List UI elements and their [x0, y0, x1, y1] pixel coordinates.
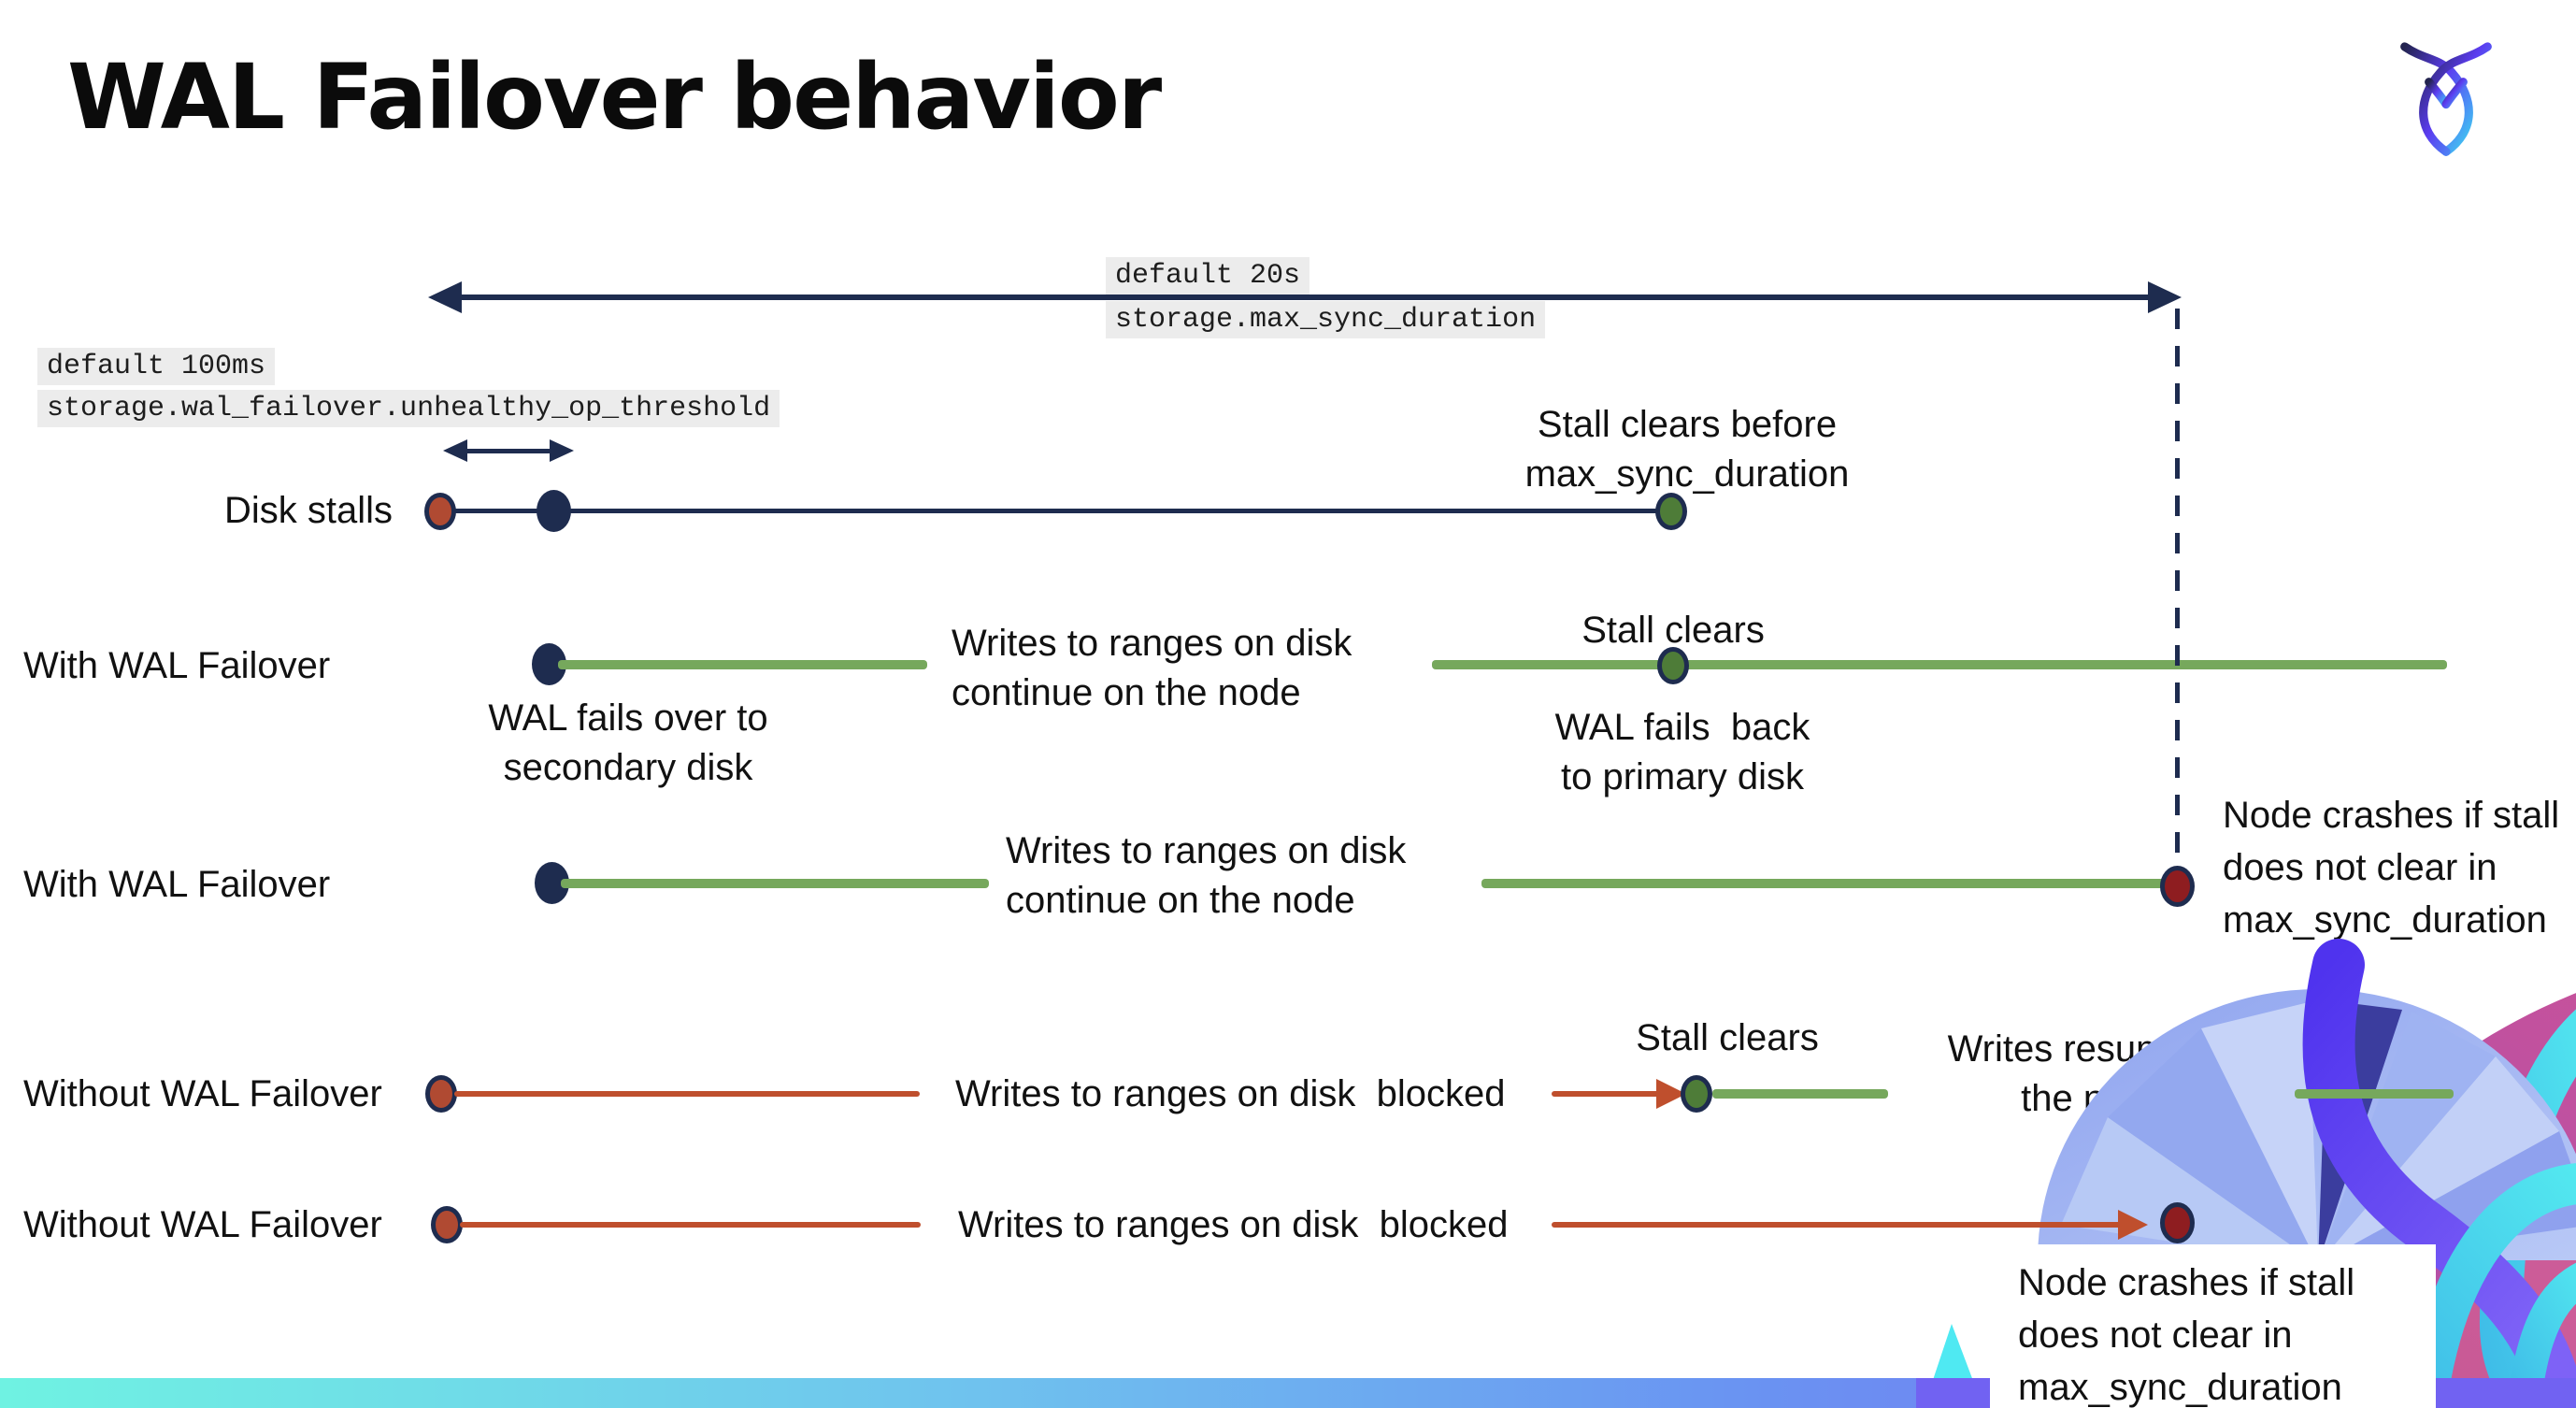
row-label-without-wal-failover-1: Without WAL Failover	[23, 1073, 382, 1114]
cockroachdb-logo-icon	[2396, 39, 2497, 157]
green-timeline-segment	[1712, 1089, 1888, 1099]
stall-start-dot	[425, 1075, 457, 1113]
max-sync-deadline-dashed-line	[2175, 309, 2180, 868]
fails-back-note: WAL fails back to primary disk	[1554, 707, 1810, 797]
red-timeline-segment	[1552, 1091, 1671, 1097]
row-label-disk-stalls: Disk stalls	[224, 490, 394, 531]
stall-clears-before-note: Stall clears before max_sync_duration	[1524, 404, 1850, 495]
green-timeline-segment	[2295, 1089, 2454, 1099]
node-crash-dot	[2160, 866, 2195, 907]
arrow-right-head-icon	[2148, 281, 2182, 313]
red-timeline-segment	[454, 1091, 920, 1097]
arrow-right-head-icon	[550, 439, 574, 462]
node-crash-dot	[2160, 1202, 2195, 1243]
row-label-with-wal-failover-2: With WAL Failover	[23, 864, 331, 905]
green-timeline-segment	[1432, 660, 2447, 669]
writes-continue-note-2: Writes to ranges on disk continue on the…	[1006, 830, 1407, 921]
max-sync-default-label: default 20s	[1106, 257, 1310, 295]
stall-clears-note-1: Stall clears	[1581, 610, 1765, 651]
arrow-right-head-icon	[2118, 1210, 2148, 1240]
page-title: WAL Failover behavior	[67, 45, 1162, 150]
stall-clears-dot	[1681, 1075, 1712, 1113]
stall-clears-dot	[1655, 493, 1687, 530]
writes-blocked-note-1: Writes to ranges on disk blocked	[955, 1073, 1506, 1114]
fails-over-note: WAL fails over to secondary disk	[488, 697, 768, 788]
writes-continue-note-1: Writes to ranges on disk continue on the…	[952, 623, 1352, 713]
row-label-without-wal-failover-2: Without WAL Failover	[23, 1204, 382, 1245]
red-timeline-segment	[460, 1222, 921, 1228]
threshold-dot	[537, 490, 571, 532]
max-sync-duration-arrow-line	[439, 295, 2168, 300]
stall-start-dot	[431, 1206, 463, 1243]
green-timeline-segment	[561, 879, 989, 888]
node-crash-note-1: Node crashes if stall does not clear in …	[2223, 795, 2560, 941]
row-label-with-wal-failover-1: With WAL Failover	[23, 645, 331, 686]
node-crash-note-box	[1990, 1244, 2436, 1408]
writes-blocked-note-2: Writes to ranges on disk blocked	[958, 1204, 1509, 1245]
threshold-arrow-line	[454, 449, 551, 453]
red-timeline-segment	[1552, 1222, 2129, 1228]
green-timeline-segment	[558, 660, 927, 669]
node-crash-note-2: Node crashes if stall does not clear in …	[2018, 1262, 2355, 1408]
stall-start-dot	[424, 493, 456, 530]
threshold-default-label: default 100ms	[37, 348, 276, 385]
arrow-left-head-icon	[443, 439, 467, 462]
stall-clears-note-2: Stall clears	[1636, 1017, 1819, 1058]
disk-stalls-timeline	[439, 509, 1671, 513]
arrow-left-head-icon	[428, 281, 462, 313]
threshold-setting-label: storage.wal_failover.unhealthy_op_thresh…	[37, 390, 780, 427]
brand-artwork	[1916, 916, 2576, 1408]
max-sync-setting-label: storage.max_sync_duration	[1106, 301, 1546, 338]
green-timeline-segment	[1481, 879, 2168, 888]
stall-clears-dot	[1657, 647, 1689, 684]
